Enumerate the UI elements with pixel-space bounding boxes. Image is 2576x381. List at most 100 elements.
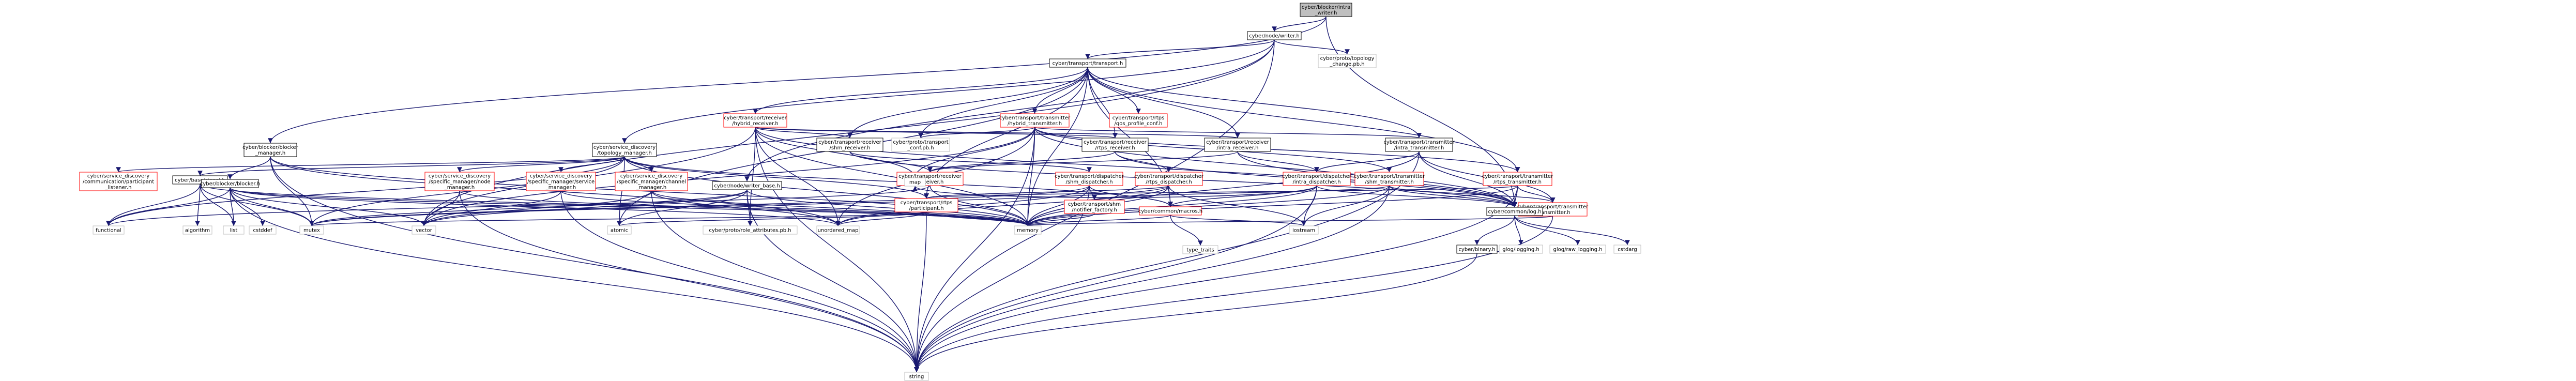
node-label-line: /specific_manager/service xyxy=(527,179,595,185)
node-box xyxy=(424,172,495,191)
node-macros[interactable]: cyber/common/macros.h xyxy=(1138,206,1202,216)
node-label-line: cyber/blocker/intra xyxy=(1302,5,1350,10)
node-label-line: /intra_receiver.h xyxy=(1217,145,1259,151)
node-transport[interactable]: cyber/transport/transport.h xyxy=(1049,58,1126,68)
node-box xyxy=(243,143,297,157)
node-binary[interactable]: cyber/binary.h xyxy=(1456,245,1498,254)
include-edge xyxy=(106,185,931,226)
node-box xyxy=(1049,58,1126,68)
include-edge xyxy=(195,184,201,226)
node-shm-dispatcher[interactable]: cyber/transport/dispatcher/shm_dispatche… xyxy=(1055,172,1124,186)
include-edge xyxy=(106,187,231,226)
node-box xyxy=(1109,113,1168,128)
node-intra-receiver[interactable]: cyber/transport/receiver/intra_receiver.… xyxy=(1204,138,1271,152)
include-edge xyxy=(558,156,625,173)
node-box xyxy=(1318,54,1377,68)
node-label-line: algorithm xyxy=(185,228,210,234)
node-participant-listener[interactable]: cyber/service_discovery/communication/pa… xyxy=(79,172,158,191)
node-label-line: cyber/proto/role_attributes.pb.h xyxy=(709,228,791,234)
node-rtps-profile[interactable]: cyber/transport/rtps/qos_profile_conf.h xyxy=(1109,113,1168,128)
node-label-line: unordered_map xyxy=(818,228,859,234)
node-box xyxy=(891,138,950,152)
node-box xyxy=(1354,172,1424,186)
include-edge xyxy=(270,156,919,373)
node-service-manager[interactable]: cyber/service_discovery/specific_manager… xyxy=(526,172,596,191)
node-participant[interactable]: cyber/transport/rtps/participant.h xyxy=(894,198,958,212)
include-edge xyxy=(755,127,1030,226)
node-label-line: cyber/transport/rtps xyxy=(1112,115,1165,121)
node-label-line: /notifier_factory.h xyxy=(1072,207,1117,213)
include-edge xyxy=(1301,185,1317,226)
node-channel-manager[interactable]: cyber/service_discovery/specific_manager… xyxy=(615,172,688,191)
node-blocker-manager[interactable]: cyber/blocker/blocker_manager.h xyxy=(242,143,299,157)
node-box xyxy=(79,172,158,191)
node-label-line: cyber/proto/topology xyxy=(1320,56,1375,62)
include-edge xyxy=(1025,127,1035,226)
node-label-line: cyber/proto/transport xyxy=(893,140,948,145)
node-intra-dispatcher[interactable]: cyber/transport/dispatcher/intra_dispatc… xyxy=(1282,172,1352,186)
node-blocker[interactable]: cyber/blocker/blocker.h xyxy=(200,179,260,188)
node-root[interactable]: cyber/blocker/intra_writer.h xyxy=(1300,3,1352,17)
node-label-line: cyber/node/writer.h xyxy=(1249,34,1300,39)
node-logging[interactable]: cyber/common/log.h xyxy=(1486,207,1543,216)
node-shm-transmitter[interactable]: cyber/transport/transmitter/shm_transmit… xyxy=(1354,172,1425,186)
include-edge xyxy=(1087,67,1520,173)
include-edge xyxy=(651,190,919,373)
include-edge xyxy=(914,211,927,373)
include-edge xyxy=(200,184,314,226)
include-edge xyxy=(1025,185,1518,226)
include-edge xyxy=(1514,215,1580,246)
include-edge xyxy=(835,211,927,226)
include-edge xyxy=(835,185,1090,226)
node-box xyxy=(1014,225,1042,235)
node-box xyxy=(1486,207,1543,216)
node-box xyxy=(904,177,926,187)
node-intra-transmitter[interactable]: cyber/transport/transmitter/intra_transm… xyxy=(1383,138,1455,152)
node-rtps-receiver[interactable]: cyber/transport/receiver/rtps_receiver.h xyxy=(1081,138,1149,152)
include-edge xyxy=(309,211,927,226)
node-label-line: cyber/service_discovery xyxy=(620,174,682,179)
node-label-line: type_traits xyxy=(1186,248,1214,253)
include-edge xyxy=(1517,185,1556,203)
node-label-line: /rtps_transmitter.h xyxy=(1493,179,1542,185)
node-label-line: cyber/transport/receiver xyxy=(818,140,882,145)
node-node-manager[interactable]: cyber/service_discovery/specific_manager… xyxy=(424,172,495,191)
node-label-line: /qos_profile_conf.h xyxy=(1115,121,1163,127)
include-edge xyxy=(1314,151,1420,173)
include-edge xyxy=(624,156,1030,226)
node-label-line: cyber/service_discovery xyxy=(429,174,491,179)
node-rtps-transmitter[interactable]: cyber/transport/transmitter/rtps_transmi… xyxy=(1482,172,1553,186)
node-hybrid-transmitter[interactable]: cyber/transport/transmitter/hybrid_trans… xyxy=(999,113,1071,128)
include-edge xyxy=(914,151,1420,373)
node-box xyxy=(1081,138,1149,152)
include-edge xyxy=(1025,185,1390,226)
node-topology-manager[interactable]: cyber/service_discovery/topology_manager… xyxy=(592,143,657,157)
node-writer-base[interactable]: cyber/node/writer_base.h xyxy=(712,181,782,190)
node-label-line: mutex xyxy=(303,228,320,234)
include-edge xyxy=(927,151,1238,173)
node-label-line: /participant.h xyxy=(909,206,943,211)
node-label-line: functional xyxy=(96,228,121,234)
include-edge xyxy=(927,151,1116,173)
node-box xyxy=(526,172,596,191)
node-label-line: _listener.h xyxy=(104,185,131,191)
node-label-line: vector xyxy=(416,228,433,234)
node-box xyxy=(615,172,688,191)
include-edge xyxy=(421,190,561,226)
node-shm-receiver[interactable]: cyber/transport/receiver/shm_receiver.h xyxy=(816,138,883,152)
node-hybrid-receiver[interactable]: cyber/transport/receiver/hybrid_receiver… xyxy=(723,113,787,128)
node-rtps-dispatcher[interactable]: cyber/transport/dispatcher/rtps_dispatch… xyxy=(1134,172,1204,186)
include-edge xyxy=(1168,185,1306,226)
node-notifier-factory[interactable]: cyber/transport/shm/notifier_factory.h xyxy=(1064,200,1125,214)
include-edge xyxy=(755,127,1240,139)
include-edge xyxy=(1514,215,1523,246)
node-node-writer[interactable]: cyber/node/writer.h xyxy=(1247,31,1302,40)
include-edge xyxy=(1034,127,1520,173)
include-edge xyxy=(849,151,1092,173)
include-edge xyxy=(421,190,460,226)
include-edge xyxy=(924,185,1169,199)
include-edge xyxy=(918,67,1088,139)
node-label-line: /specific_manager/node xyxy=(429,179,490,185)
include-edge xyxy=(746,189,1030,226)
node-label-line: /shm_receiver.h xyxy=(830,145,871,151)
